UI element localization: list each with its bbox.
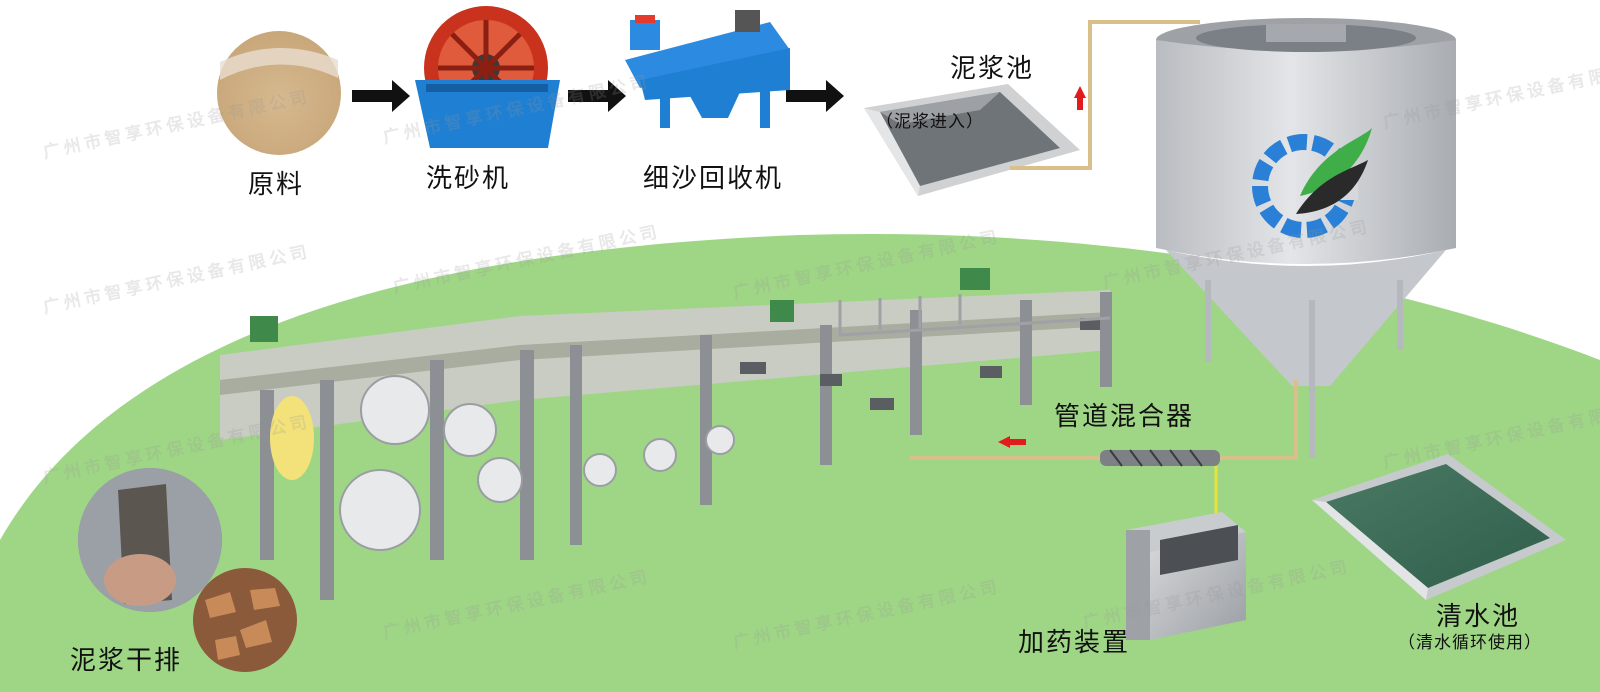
label-dry-discharge: 泥浆干排 — [70, 646, 183, 676]
sand-washer-image — [415, 6, 560, 148]
label-slurry-inlet: （泥浆进入） — [876, 112, 984, 132]
red-left-arrow-icon — [998, 436, 1026, 448]
flow-arrows-top — [352, 80, 844, 112]
label-clear-water-note: （清水循环使用） — [1398, 633, 1542, 653]
slurry-pipe — [1010, 20, 1200, 170]
label-clear-water-pool: 清水池 — [1436, 602, 1521, 632]
label-slurry-pool: 泥浆池 — [950, 54, 1035, 84]
thickener-tank-image — [1156, 18, 1456, 458]
mixer-pipe — [910, 380, 1298, 460]
red-up-arrow-icon — [1074, 86, 1086, 110]
clear-water-pool-image — [1312, 454, 1566, 600]
raw-material-image — [217, 31, 341, 155]
pipe-mixer-image — [1100, 449, 1220, 520]
label-dosing-device: 加药装置 — [1018, 628, 1131, 658]
fine-sand-recovery-image — [625, 10, 790, 128]
dosing-device-image — [1126, 512, 1246, 640]
label-fine-sand-recovery: 细沙回收机 — [643, 164, 784, 194]
label-pipe-mixer: 管道混合器 — [1054, 402, 1195, 432]
dried-chips-photo — [193, 568, 297, 672]
company-logo-icon — [1252, 128, 1372, 238]
label-raw-material: 原料 — [248, 170, 305, 200]
slurry-pool-image — [864, 84, 1080, 196]
label-sand-washer: 洗砂机 — [426, 164, 511, 194]
dried-slurry-photo — [78, 468, 222, 612]
belt-filter-press-image — [220, 268, 1112, 600]
